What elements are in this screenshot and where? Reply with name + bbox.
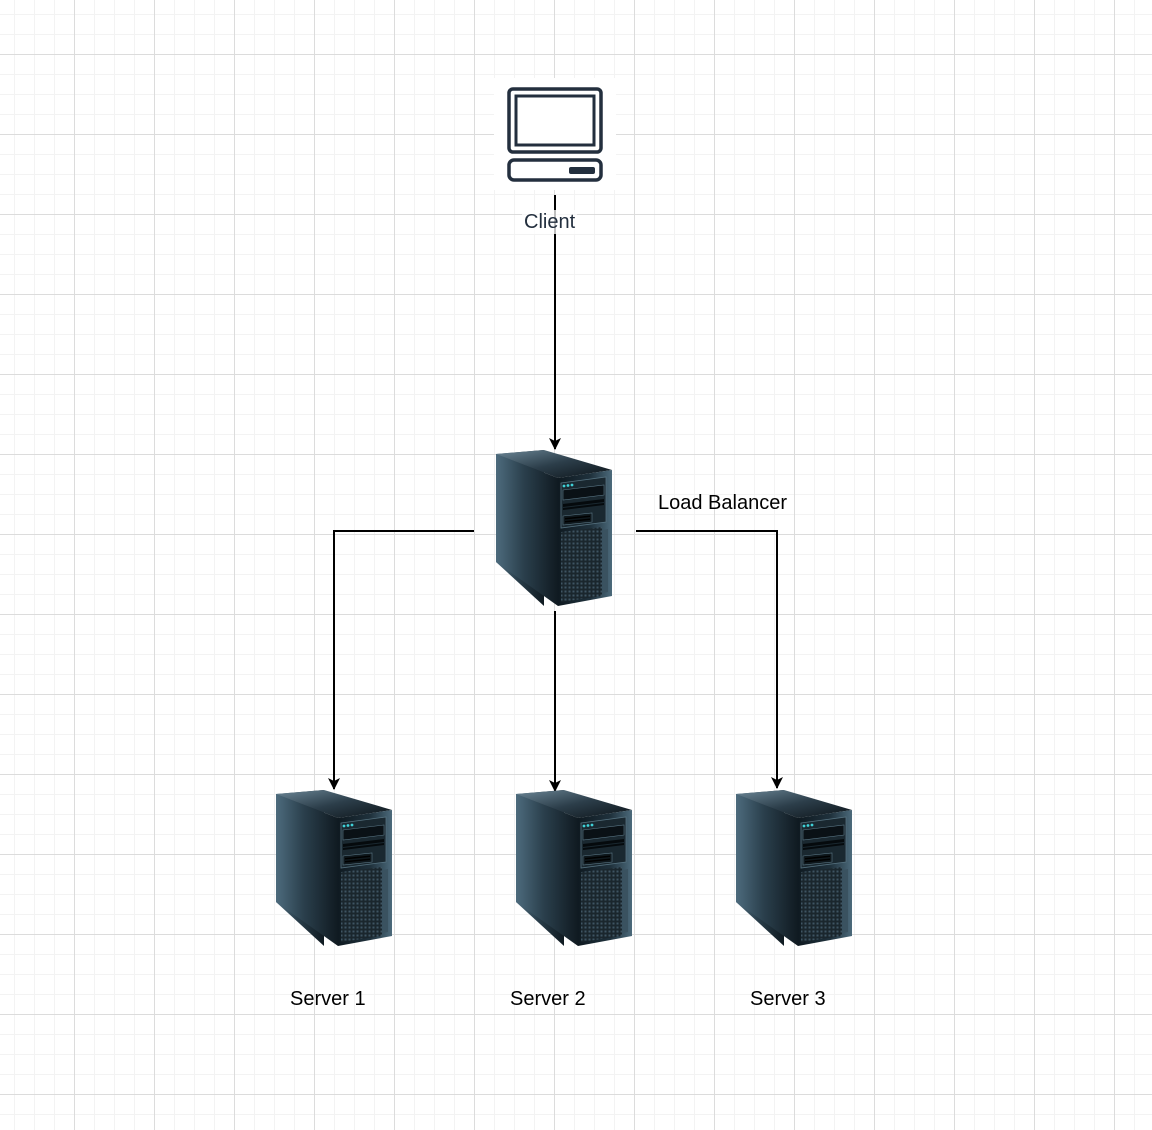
edge-load-balancer-to-server-1[interactable]	[328, 530, 474, 790]
server-3-label[interactable]: Server 3	[750, 988, 826, 1010]
load-balancer-label[interactable]: Load Balancer	[658, 492, 787, 514]
server-2-node[interactable]	[515, 789, 633, 947]
edges	[328, 195, 783, 792]
server-tower-icon	[495, 449, 613, 607]
client-label[interactable]: Client	[522, 210, 578, 234]
server-tower-icon	[735, 789, 853, 947]
desktop-computer-icon	[507, 87, 603, 182]
server-1-label[interactable]: Server 1	[290, 988, 366, 1010]
load-balancer-node[interactable]	[495, 449, 613, 607]
server-1-node[interactable]	[275, 789, 393, 947]
server-tower-icon	[515, 789, 633, 947]
server-2-label[interactable]: Server 2	[510, 988, 586, 1010]
server-tower-icon	[275, 789, 393, 947]
client-node[interactable]	[494, 78, 616, 190]
server-3-node[interactable]	[735, 789, 853, 947]
edge-load-balancer-to-server-3[interactable]	[636, 530, 783, 789]
